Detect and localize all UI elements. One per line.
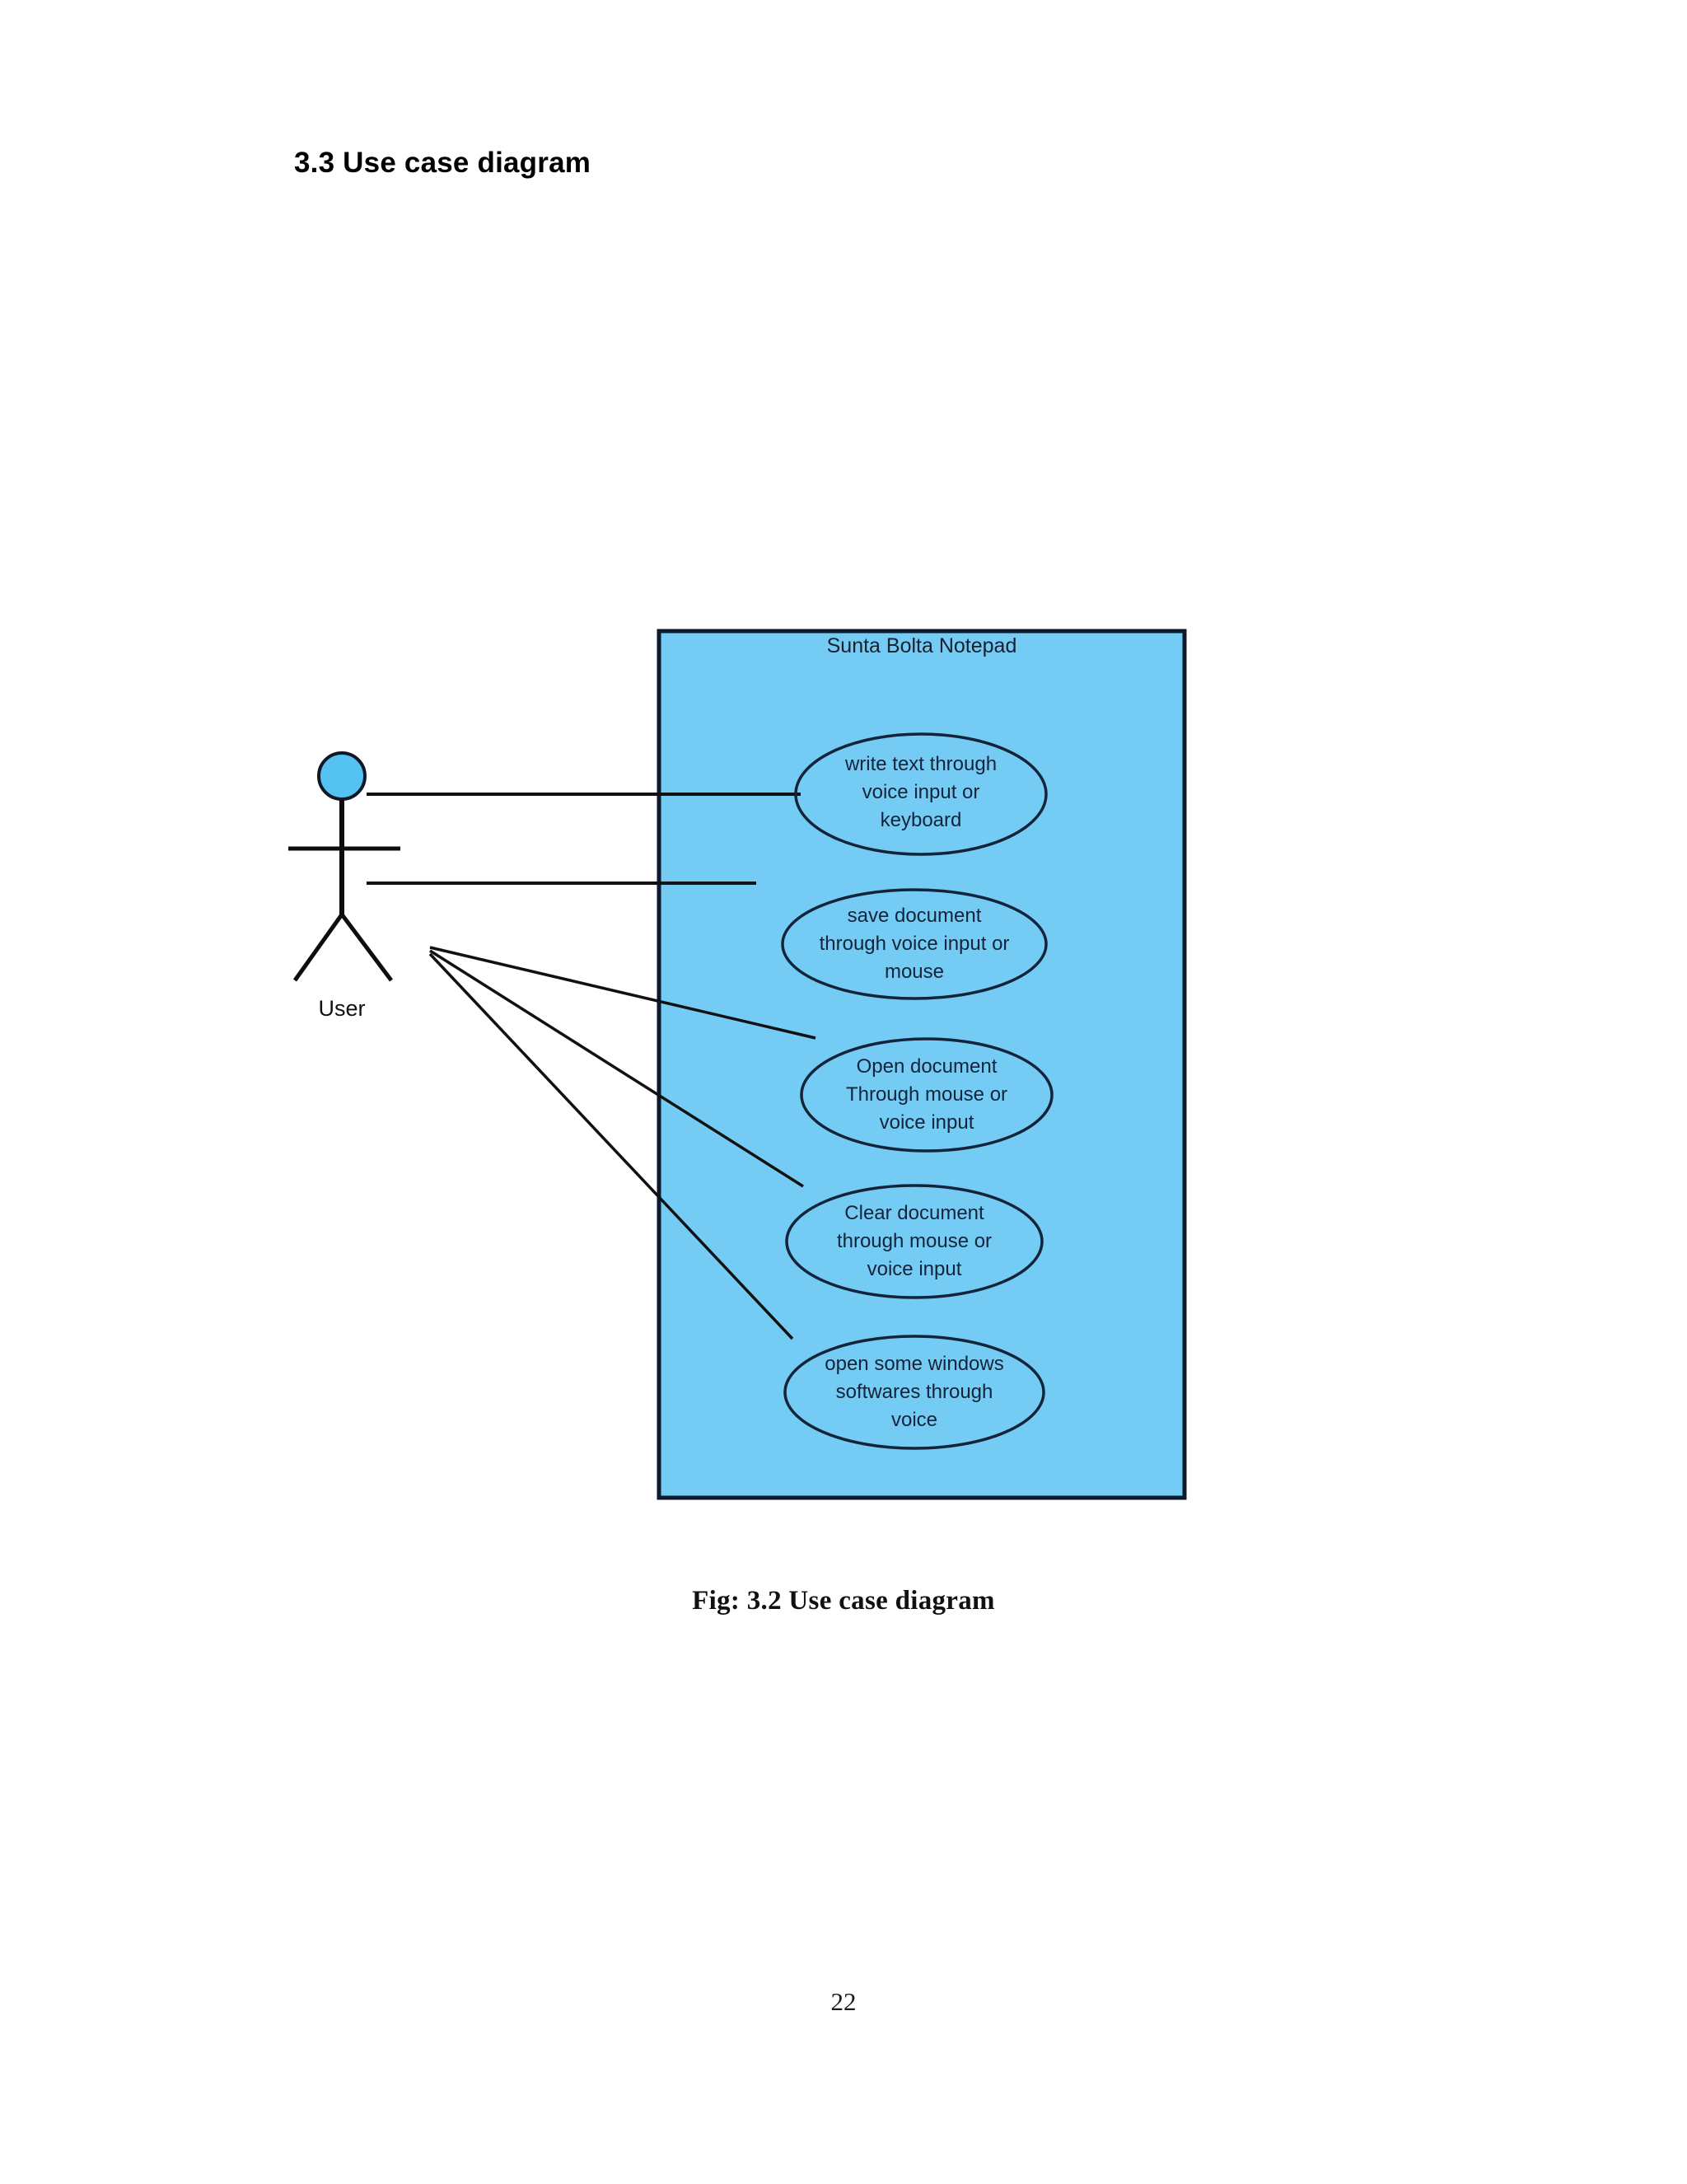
use-case-save-document[interactable]: save document through voice input or mou… [781, 888, 1048, 1000]
use-case-list: write text through voice input or keyboa… [781, 732, 1054, 1450]
use-case-label-line: mouse [885, 961, 944, 983]
use-case-ellipse [781, 888, 1048, 1000]
actor-leg-left-line [292, 913, 344, 982]
actor-head-icon [317, 751, 367, 801]
assoc-user-open-document [429, 946, 816, 1040]
use-case-clear-document[interactable]: Clear document through mouse or voice in… [785, 1184, 1044, 1299]
assoc-user-clear-document [429, 949, 804, 1188]
use-case-label-line: through voice input or [820, 933, 1010, 955]
actor-leg-right-line [340, 913, 393, 982]
system-boundary-title: Sunta Bolta Notepad [827, 634, 1017, 657]
use-case-diagram-figure: Sunta Bolta Notepad write text through v… [288, 593, 1236, 1532]
use-case-label-line: open some windows [825, 1353, 1003, 1375]
use-case-open-document[interactable]: Open document Through mouse or voice inp… [800, 1037, 1054, 1153]
actor-user[interactable]: User [288, 751, 400, 1021]
use-case-ellipse [794, 732, 1048, 856]
use-case-label-line: voice [891, 1409, 937, 1431]
use-case-label-line: through mouse or [837, 1230, 992, 1252]
page-title: 3.3 Use case diagram [294, 147, 591, 179]
use-case-label-line: Through mouse or [846, 1083, 1007, 1106]
use-case-label-line: Clear document [844, 1202, 984, 1224]
use-case-label-line: voice input [880, 1111, 974, 1134]
use-case-label-line: save document [848, 905, 982, 927]
actor-label: User [318, 996, 365, 1021]
use-case-ellipse [783, 1335, 1045, 1450]
system-boundary-box [657, 629, 1187, 1500]
page-number: 22 [830, 1987, 857, 2016]
use-case-label-line: voice input or [862, 781, 980, 803]
use-case-label-line: softwares through [836, 1381, 993, 1403]
assoc-user-open-windows-software [428, 952, 794, 1340]
use-case-write-text[interactable]: write text through voice input or keyboa… [794, 732, 1048, 856]
figure-caption: Fig: 3.2 Use case diagram [692, 1586, 995, 1616]
use-case-label-line: Open document [857, 1055, 998, 1078]
use-case-label-line: write text through [844, 753, 997, 775]
use-case-label-line: voice input [867, 1258, 962, 1280]
use-case-ellipse [800, 1037, 1054, 1153]
use-case-label-line: keyboard [881, 809, 962, 831]
association-lines [367, 793, 816, 1340]
use-case-ellipse [785, 1184, 1044, 1299]
use-case-open-windows-software[interactable]: open some windows softwares through voic… [783, 1335, 1045, 1450]
